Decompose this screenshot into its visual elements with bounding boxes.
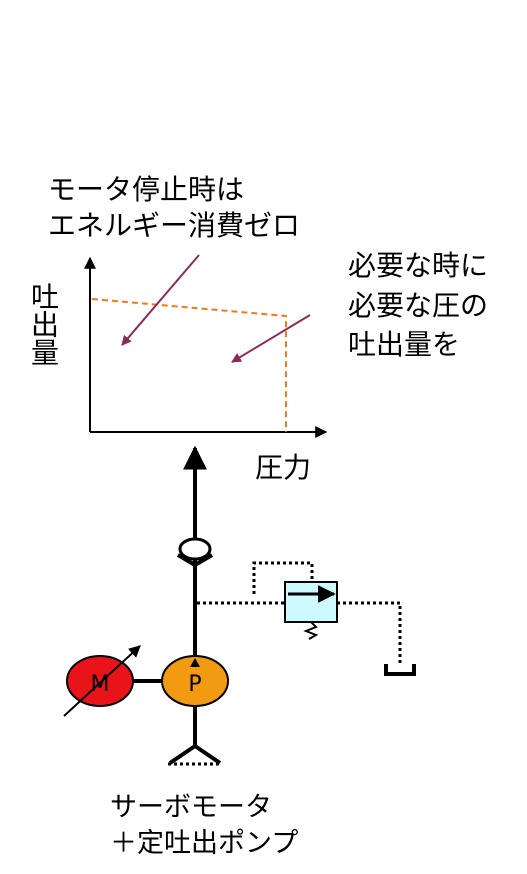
check-valve (176, 537, 214, 568)
drive-unit: M P (63, 645, 229, 717)
suction-strainer (168, 743, 222, 766)
motor-stop-note-line1: モータ停止時は (48, 173, 245, 206)
check-valve-ball (178, 537, 212, 561)
strainer-funnel (168, 743, 222, 765)
caption-line1: サーボモータ (110, 792, 272, 823)
pointer-arrow-right (231, 314, 311, 363)
drain-line (337, 601, 402, 664)
motor-label: M (91, 672, 110, 697)
demand-note-line1: 必要な時に (348, 249, 489, 282)
pump-direction-icon (190, 658, 200, 667)
flow-pressure-curve (91, 298, 287, 432)
relief-valve-spring-icon (303, 621, 319, 640)
pump-label: P (188, 672, 201, 697)
motor-stop-note-line2: エネルギー消費ゼロ (48, 209, 301, 242)
tank-icon (384, 664, 416, 676)
pilot-line-top (252, 561, 314, 594)
y-axis-label: 吐出量 (27, 282, 60, 366)
caption-line2: ＋定吐出ポンプ (110, 828, 299, 859)
variable-speed-arrow (63, 645, 141, 717)
relief-valve-body (284, 581, 338, 623)
relief-circuit (197, 561, 416, 676)
graph (84, 254, 328, 438)
demand-note-line3: 吐出量を (348, 328, 461, 361)
x-axis-label: 圧力 (255, 451, 312, 484)
check-valve-seat (176, 553, 214, 568)
pointer-arrow-left (121, 254, 200, 346)
pump-icon (161, 655, 229, 707)
demand-note-line2: 必要な圧の (348, 289, 489, 322)
